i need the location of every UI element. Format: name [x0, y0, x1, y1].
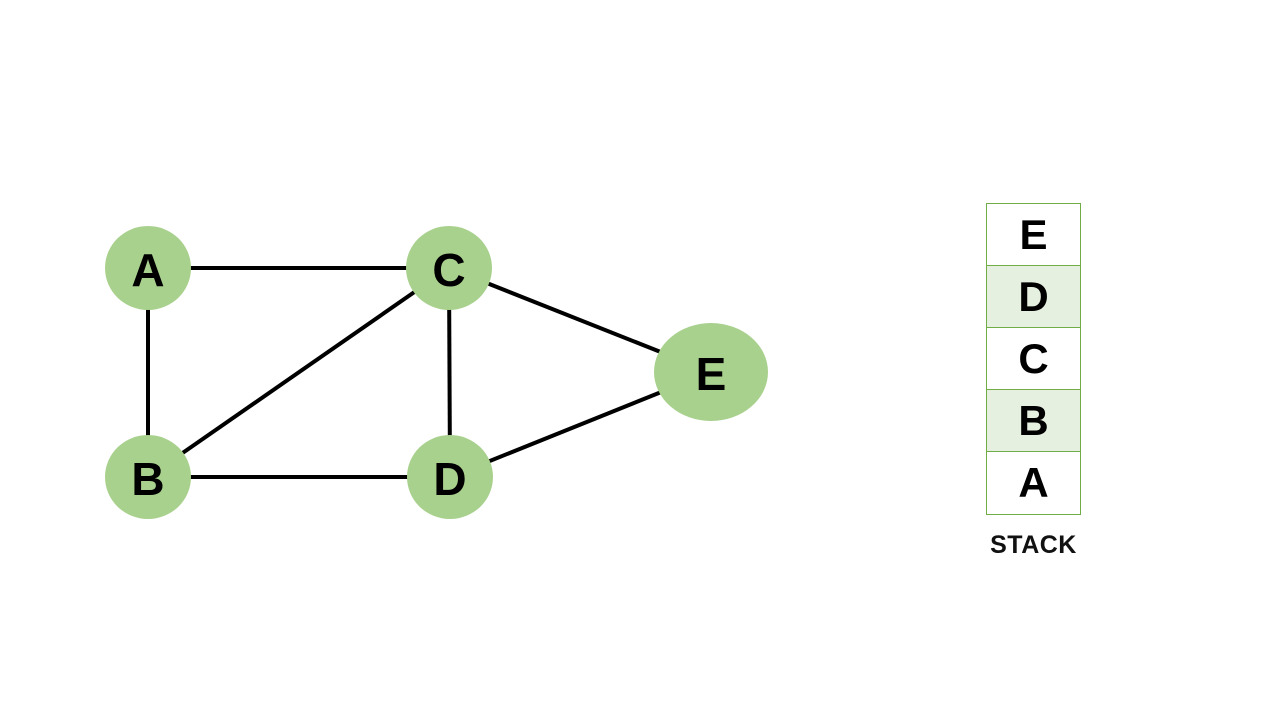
stack-cell-label: C [1018, 334, 1049, 382]
stack-cell-c[interactable]: C [987, 328, 1080, 390]
graph-node-c[interactable]: C [406, 226, 492, 310]
node-circle-e [654, 323, 768, 421]
node-circle-d [407, 435, 493, 519]
graph-edge-b-c [146, 266, 451, 479]
graph-svg: A B C D E [105, 226, 768, 519]
graph-node-b[interactable]: B [105, 435, 191, 519]
stack-cell-label: B [1018, 396, 1049, 444]
stack-cell-a[interactable]: A [987, 452, 1080, 514]
node-circle-c [406, 226, 492, 310]
graph-node-e[interactable]: E [654, 323, 768, 421]
node-circle-a [105, 226, 191, 310]
stack-cell-b[interactable]: B [987, 390, 1080, 452]
stack-cell-label: A [1018, 459, 1049, 506]
graph-diagram: A B C D E [105, 226, 768, 519]
stack-cell-d[interactable]: D [987, 266, 1080, 328]
stack-cell-e[interactable]: E [987, 204, 1080, 266]
stack-caption-label: STACK [990, 531, 1077, 559]
stack-cell-label: D [1018, 272, 1049, 320]
node-circle-b [105, 435, 191, 519]
stack-cell-label: E [1019, 210, 1048, 258]
graph-node-a[interactable]: A [105, 226, 191, 310]
graph-node-d[interactable]: D [407, 435, 493, 519]
